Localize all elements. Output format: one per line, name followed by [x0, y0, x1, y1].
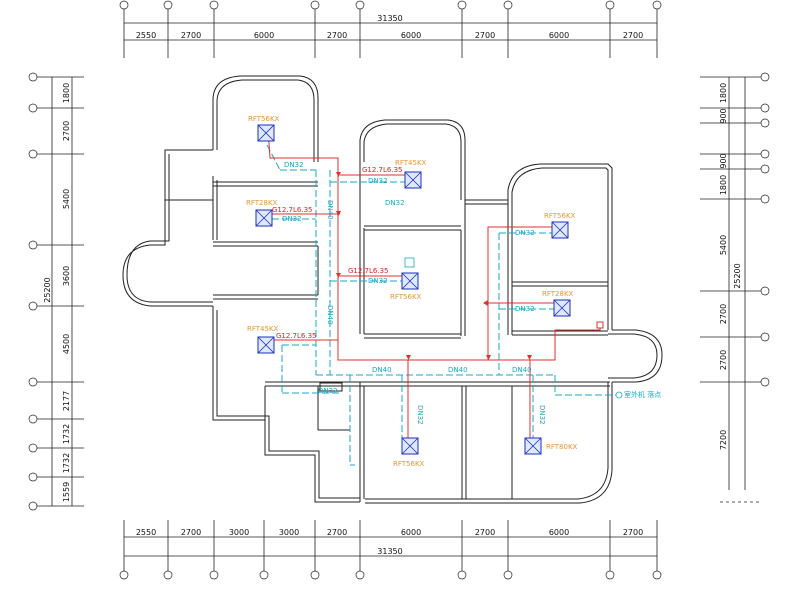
duct-label-10: DN40 — [372, 366, 392, 374]
bottom-dim-5: 2700 — [327, 528, 347, 537]
right-dim-3: 900 — [719, 153, 728, 168]
right-dim-8: 7200 — [719, 430, 728, 450]
duct-label-5: DN32 — [368, 277, 388, 285]
bottom-dim-8: 6000 — [549, 528, 569, 537]
unit-label-7: RFT45KX — [247, 325, 279, 333]
top-dim-5: 6000 — [401, 31, 421, 40]
pipe-label-4: G12.7L6.35 — [276, 332, 317, 340]
left-dim-6: 2177 — [62, 391, 71, 411]
left-dim-8: 1732 — [62, 453, 71, 473]
unit-label-5: RFT56KX — [544, 212, 576, 220]
left-dim-5: 4500 — [62, 334, 71, 354]
top-dim-1: 2550 — [136, 31, 156, 40]
right-dim-2: 900 — [719, 108, 728, 123]
left-dim-1: 1800 — [62, 83, 71, 103]
left-dimension-group — [30, 76, 84, 507]
left-dim-9: 1559 — [62, 482, 71, 502]
top-dim-6: 2700 — [475, 31, 495, 40]
bottom-dim-1: 2550 — [136, 528, 156, 537]
top-dimension-group — [123, 8, 658, 58]
right-total-dim: 25200 — [733, 263, 742, 288]
top-dim-3: 6000 — [254, 31, 274, 40]
duct-label-12: DN40 — [512, 366, 532, 374]
top-dim-7: 6000 — [549, 31, 569, 40]
bottom-dim-3: 3000 — [229, 528, 249, 537]
duct-label-8: DN40 — [326, 200, 334, 220]
unit-label-3: RFT28KX — [246, 199, 278, 207]
duct-label-13: DN32 — [318, 387, 338, 395]
bottom-dim-4: 3000 — [279, 528, 299, 537]
left-dim-3: 5400 — [62, 189, 71, 209]
refrigerant-pipe — [267, 127, 604, 440]
bottom-dim-9: 2700 — [623, 528, 643, 537]
top-dim-4: 2700 — [327, 31, 347, 40]
right-dim-7: 2700 — [719, 350, 728, 370]
bottom-axis-bubbles — [119, 570, 662, 580]
pipe-label-1: G12.7L6.35 — [362, 166, 403, 174]
bottom-total-dim: 31350 — [377, 547, 402, 556]
duct-label-14: DN32 — [416, 405, 424, 425]
indoor-unit-crosses — [255, 124, 571, 455]
duct-label-9: DN40 — [326, 305, 334, 325]
unit-label-8: RFT56KX — [393, 460, 425, 468]
unit-label-2: RFT45KX — [395, 159, 427, 167]
right-dim-1: 1800 — [719, 83, 728, 103]
pipe-label-2: G12.7L6.35 — [272, 206, 313, 214]
right-axis-bubbles — [760, 72, 770, 387]
duct-label-11: DN40 — [448, 366, 468, 374]
unit-label-9: RFT80KX — [546, 443, 578, 451]
right-dim-4: 1800 — [719, 175, 728, 195]
outdoor-unit-marker — [615, 391, 623, 399]
left-axis-bubbles — [28, 72, 38, 511]
right-dimension-group — [700, 76, 762, 490]
duct-label-2: DN32 — [368, 177, 388, 185]
duct-label-6: DN32 — [515, 229, 535, 237]
unit-label-4: RFT56KX — [390, 293, 422, 301]
duct-label-1: DN32 — [284, 161, 304, 169]
right-dim-5: 5400 — [719, 235, 728, 255]
pipe-arrows — [336, 172, 532, 360]
duct-label-7: DN32 — [515, 305, 535, 313]
unit-label-6: RFT28KX — [542, 290, 574, 298]
bottom-dim-6: 6000 — [401, 528, 421, 537]
duct-lines — [266, 144, 616, 466]
top-dim-2: 2700 — [181, 31, 201, 40]
left-dim-4: 3600 — [62, 266, 71, 286]
top-axis-bubbles — [119, 0, 662, 10]
left-dim-7: 1732 — [62, 424, 71, 444]
duct-label-3: DN32 — [385, 199, 405, 207]
right-dim-6: 2700 — [719, 304, 728, 324]
left-dim-2: 2700 — [62, 121, 71, 141]
duct-label-15: DN32 — [538, 405, 546, 425]
pipe-label-3: G12.7L6.35 — [348, 267, 389, 275]
vent-marker — [404, 257, 415, 268]
duct-label-4: DN32 — [282, 215, 302, 223]
top-total-dim: 31350 — [377, 14, 402, 23]
unit-label-1: RFT56KX — [248, 115, 280, 123]
outdoor-note: 室外机 落点 — [624, 390, 661, 399]
bottom-dim-7: 2700 — [475, 528, 495, 537]
bottom-dim-2: 2700 — [181, 528, 201, 537]
bottom-dimension-group — [123, 520, 658, 575]
top-dim-8: 2700 — [623, 31, 643, 40]
left-total-dim: 25200 — [43, 277, 52, 302]
